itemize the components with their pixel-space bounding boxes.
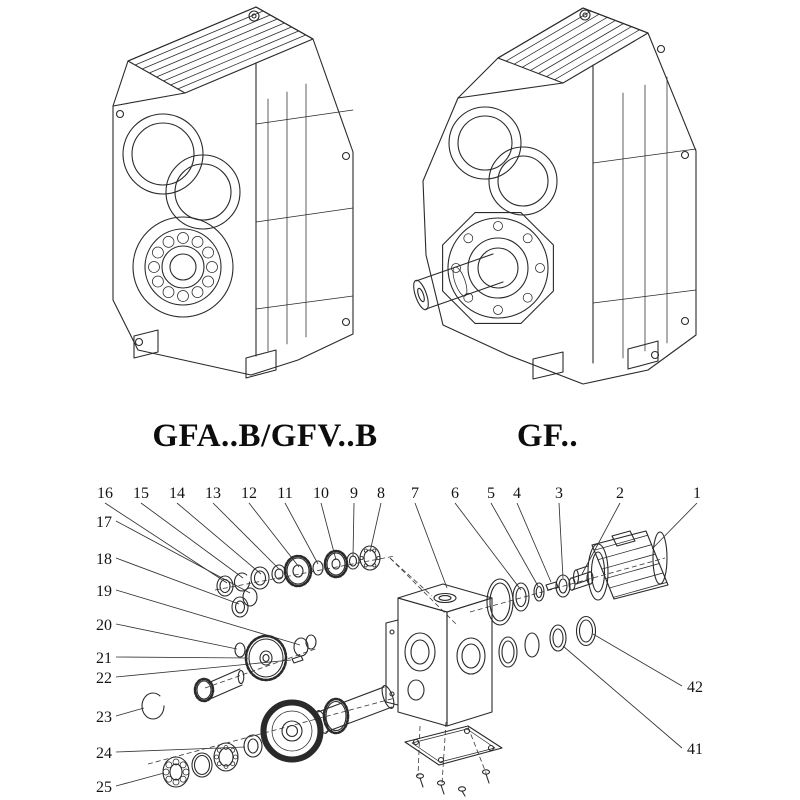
callout-10: 10	[313, 485, 329, 502]
callout-9: 9	[350, 485, 358, 502]
exploded-parts-diagram: 16 15 14 13 12 11 10 9 8 7 6 5 4 3 2 1 1…	[96, 485, 703, 797]
callout-5: 5	[487, 485, 495, 502]
motor-assembly	[572, 530, 669, 601]
side-cover-parts	[498, 615, 597, 668]
motor-coupling-parts	[486, 571, 594, 626]
callout-12: 12	[241, 485, 257, 502]
model-label-gf: GF..	[516, 418, 579, 454]
gf-cooling-fins	[505, 10, 641, 81]
gfab-corner-bolts	[115, 109, 351, 347]
output-shaft-parts	[141, 685, 395, 788]
callout-11: 11	[277, 485, 292, 502]
gfab-side-ribs	[255, 83, 354, 352]
callout-2: 2	[616, 485, 624, 502]
callout-22: 22	[96, 670, 112, 687]
gf-side-ribs	[592, 76, 697, 359]
gf-corner-bolts	[650, 44, 690, 360]
callout-21: 21	[96, 650, 112, 667]
callout-18: 18	[96, 551, 112, 568]
gfab-feet	[133, 329, 277, 379]
callout-13: 13	[205, 485, 221, 502]
callout-14: 14	[169, 485, 185, 502]
gf-feet	[532, 340, 659, 380]
gf-output-shaft	[413, 253, 504, 311]
callout-42: 42	[687, 679, 703, 696]
callout-7: 7	[411, 485, 419, 502]
housing	[385, 583, 493, 727]
cover-plate-and-bolts	[404, 725, 503, 797]
callout-6: 6	[451, 485, 459, 502]
gfab-housing-outline	[112, 6, 354, 376]
gearbox-drawing-gfab	[112, 6, 354, 379]
callout-1: 1	[693, 485, 701, 502]
callout-15: 15	[133, 485, 149, 502]
callout-24: 24	[96, 745, 112, 762]
callout-3: 3	[555, 485, 563, 502]
intermediate-gear-parts	[193, 634, 317, 703]
callout-20: 20	[96, 617, 112, 634]
callout-25: 25	[96, 779, 112, 796]
gf-eyebolt	[579, 9, 591, 21]
gf-housing-outline	[422, 7, 697, 385]
gf-input-bores	[448, 106, 558, 216]
input-shaft-parts	[216, 545, 381, 618]
gfab-output-bearing	[132, 216, 234, 318]
gfab-cooling-fins	[134, 10, 307, 90]
gfab-eyebolt	[248, 10, 260, 22]
callout-41: 41	[687, 741, 703, 758]
callout-numbers: 16 15 14 13 12 11 10 9 8 7 6 5 4 3 2 1 1…	[96, 485, 703, 796]
callout-16: 16	[97, 485, 113, 502]
callout-4: 4	[513, 485, 521, 502]
callout-17: 17	[96, 514, 112, 531]
model-label-gfab: GFA..B/GFV..B	[152, 418, 378, 454]
callout-23: 23	[96, 709, 112, 726]
leader-lines	[104, 502, 698, 787]
gearbox-drawing-gf	[413, 7, 697, 385]
gfab-input-bores	[122, 113, 241, 230]
callout-8: 8	[377, 485, 385, 502]
gf-output-flange	[442, 212, 554, 324]
callout-19: 19	[96, 583, 112, 600]
